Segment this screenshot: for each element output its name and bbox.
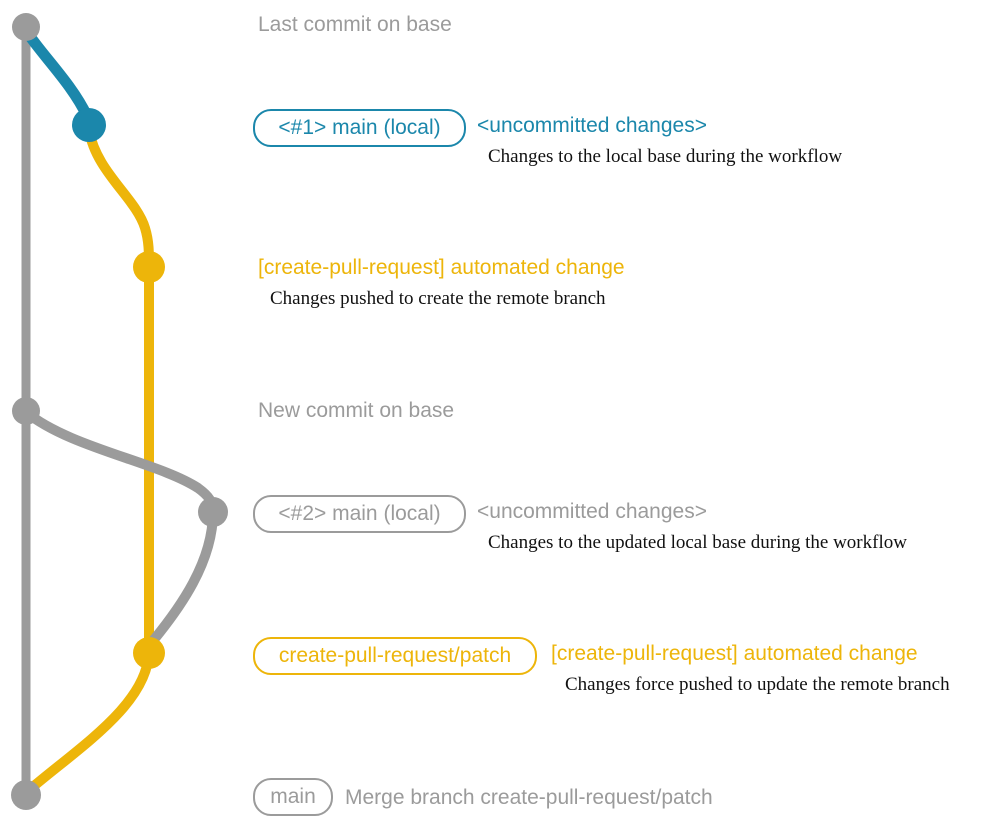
label-last-commit-on-base: Last commit on base [258, 13, 452, 36]
branch-badge-main: main [253, 778, 333, 816]
commit-title-automated-1: [create-pull-request] automated change [258, 256, 625, 279]
local-main-branch-line-1 [22, 28, 92, 119]
label-merge-branch: Merge branch create-pull-request/patch [345, 786, 713, 809]
commit-title-automated-2: [create-pull-request] automated change [551, 642, 918, 665]
commit-dot-automated-1 [133, 251, 165, 283]
branch-badge-main-local-1: <#1> main (local) [253, 109, 466, 147]
commit-title-uncommitted-1: <uncommitted changes> [477, 114, 707, 137]
local-main-branch-line-2 [22, 408, 218, 513]
label-new-commit-on-base: New commit on base [258, 399, 455, 422]
commit-desc-uncommitted-2: Changes to the updated local base during… [488, 532, 907, 553]
local-main-rebase-line [148, 511, 218, 646]
commit-desc-uncommitted-1: Changes to the local base during the wor… [488, 146, 843, 167]
commit-dot-new-base [12, 397, 40, 425]
commit-dot-automated-2 [133, 637, 165, 669]
branch-badge-create-pull-request-patch: create-pull-request/patch [253, 637, 537, 675]
commit-dot-uncommitted-2 [198, 497, 228, 527]
commit-desc-automated-2: Changes force pushed to update the remot… [565, 674, 950, 695]
branch-badge-main-local-2: <#2> main (local) [253, 495, 466, 533]
commit-dot-merge [11, 780, 41, 810]
commit-title-uncommitted-2: <uncommitted changes> [477, 500, 707, 523]
commit-desc-automated-1: Changes pushed to create the remote bran… [270, 288, 606, 309]
commit-dot-last-base [12, 13, 40, 41]
commit-dot-uncommitted-1 [72, 108, 106, 142]
